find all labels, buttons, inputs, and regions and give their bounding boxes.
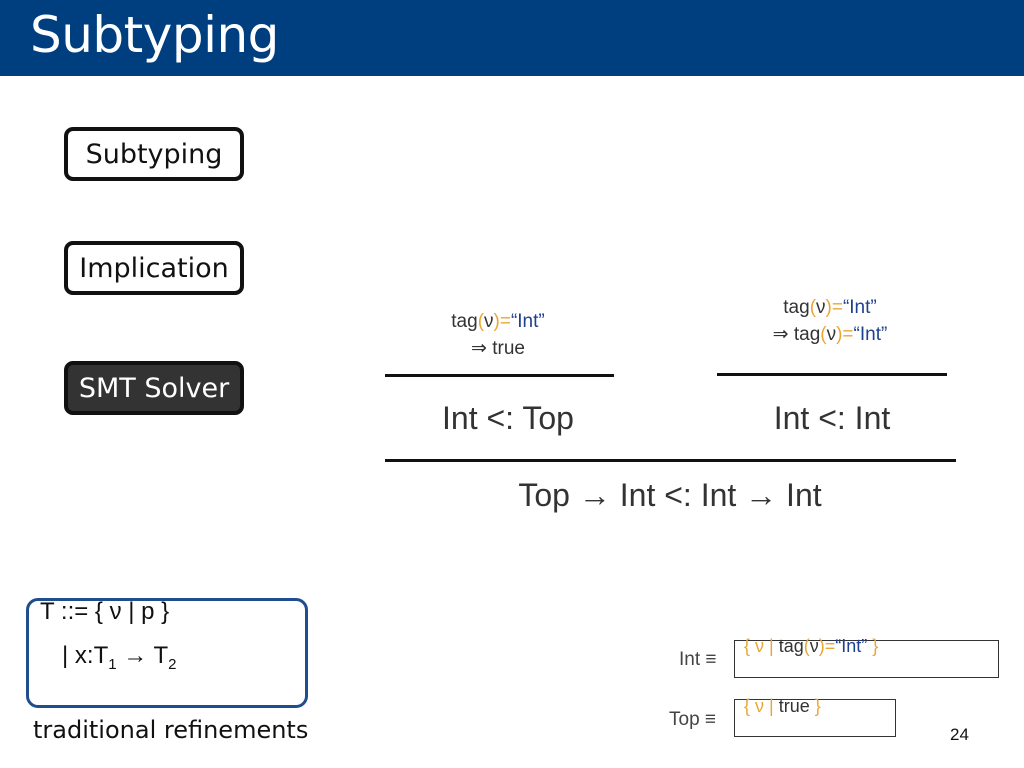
page-number: 24 — [950, 725, 969, 744]
final-conclusion: Top → Int <: Int → Int — [518, 477, 822, 513]
right-inference-line — [717, 373, 947, 376]
left-premise-paren: ( — [477, 311, 485, 332]
right-conclusion: Int <: Int — [773, 400, 891, 436]
left-premise: tag(ν)=“Int” ⇒ true — [398, 308, 598, 362]
left-premise-nu: ν — [484, 311, 494, 332]
int-def-tag: tag — [778, 636, 804, 656]
right-premise-eq-2: )= — [836, 324, 854, 345]
right-premise-eq: )= — [825, 297, 843, 318]
right-premise-tag: tag — [783, 297, 810, 318]
int-def-box — [734, 640, 999, 678]
top-def-text: { ν | true } — [744, 696, 821, 717]
grammar-line-2: | x:T1 → T2 — [62, 642, 176, 673]
int-def-text: { ν | tag(ν)=“Int” } — [744, 636, 878, 657]
grammar-arrow: → T — [116, 642, 169, 669]
slide-title: Subtyping — [30, 6, 279, 64]
right-premise: tag(ν)=“Int” ⇒ tag(ν)=“Int” — [730, 294, 930, 348]
grammar-arrow-prefix: | x:T — [62, 642, 109, 669]
top-def-body: true — [778, 696, 810, 716]
int-def-str: “Int” — [835, 636, 868, 656]
top-def-label: Top ≡ — [669, 709, 716, 730]
right-premise-str-2: “Int” — [853, 324, 888, 345]
top-def-box — [734, 699, 896, 737]
top-def-close: } — [814, 696, 821, 716]
right-premise-paren-2: ( — [820, 324, 827, 345]
left-premise-tag: tag — [451, 311, 478, 332]
int-def-paren: ( — [803, 636, 810, 656]
left-inference-line — [385, 374, 614, 377]
bottom-inference-line — [385, 459, 956, 462]
left-premise-eq: )= — [493, 311, 511, 332]
int-def-open: { ν | — [744, 636, 774, 656]
int-def-label: Int ≡ — [679, 649, 717, 670]
subtyping-box: Subtyping — [64, 127, 244, 181]
right-premise-nu-2: ν — [826, 324, 837, 345]
right-premise-paren: ( — [809, 297, 817, 318]
int-def-nu: ν — [809, 636, 819, 656]
top-def-open: { ν | — [744, 696, 774, 716]
grammar-sub-2: 2 — [168, 655, 177, 673]
left-premise-implies: ⇒ true — [471, 338, 525, 359]
left-premise-str: “Int” — [510, 311, 545, 332]
right-premise-nu: ν — [816, 297, 826, 318]
right-premise-implies-tag: ⇒ tag — [772, 324, 821, 345]
grammar-box — [26, 598, 308, 708]
grammar-sub-1: 1 — [108, 655, 117, 673]
grammar-caption: traditional refinements — [33, 716, 309, 744]
left-conclusion: Int <: Top — [442, 400, 574, 436]
smt-solver-box: SMT Solver — [64, 361, 244, 415]
implication-box: Implication — [64, 241, 244, 295]
right-premise-str: “Int” — [842, 297, 877, 318]
grammar-line-1: T ::= { ν | p } — [40, 598, 170, 625]
title-bar: Subtyping — [0, 0, 1024, 76]
int-def-close: } — [872, 636, 879, 656]
int-def-eq: )= — [818, 636, 836, 656]
